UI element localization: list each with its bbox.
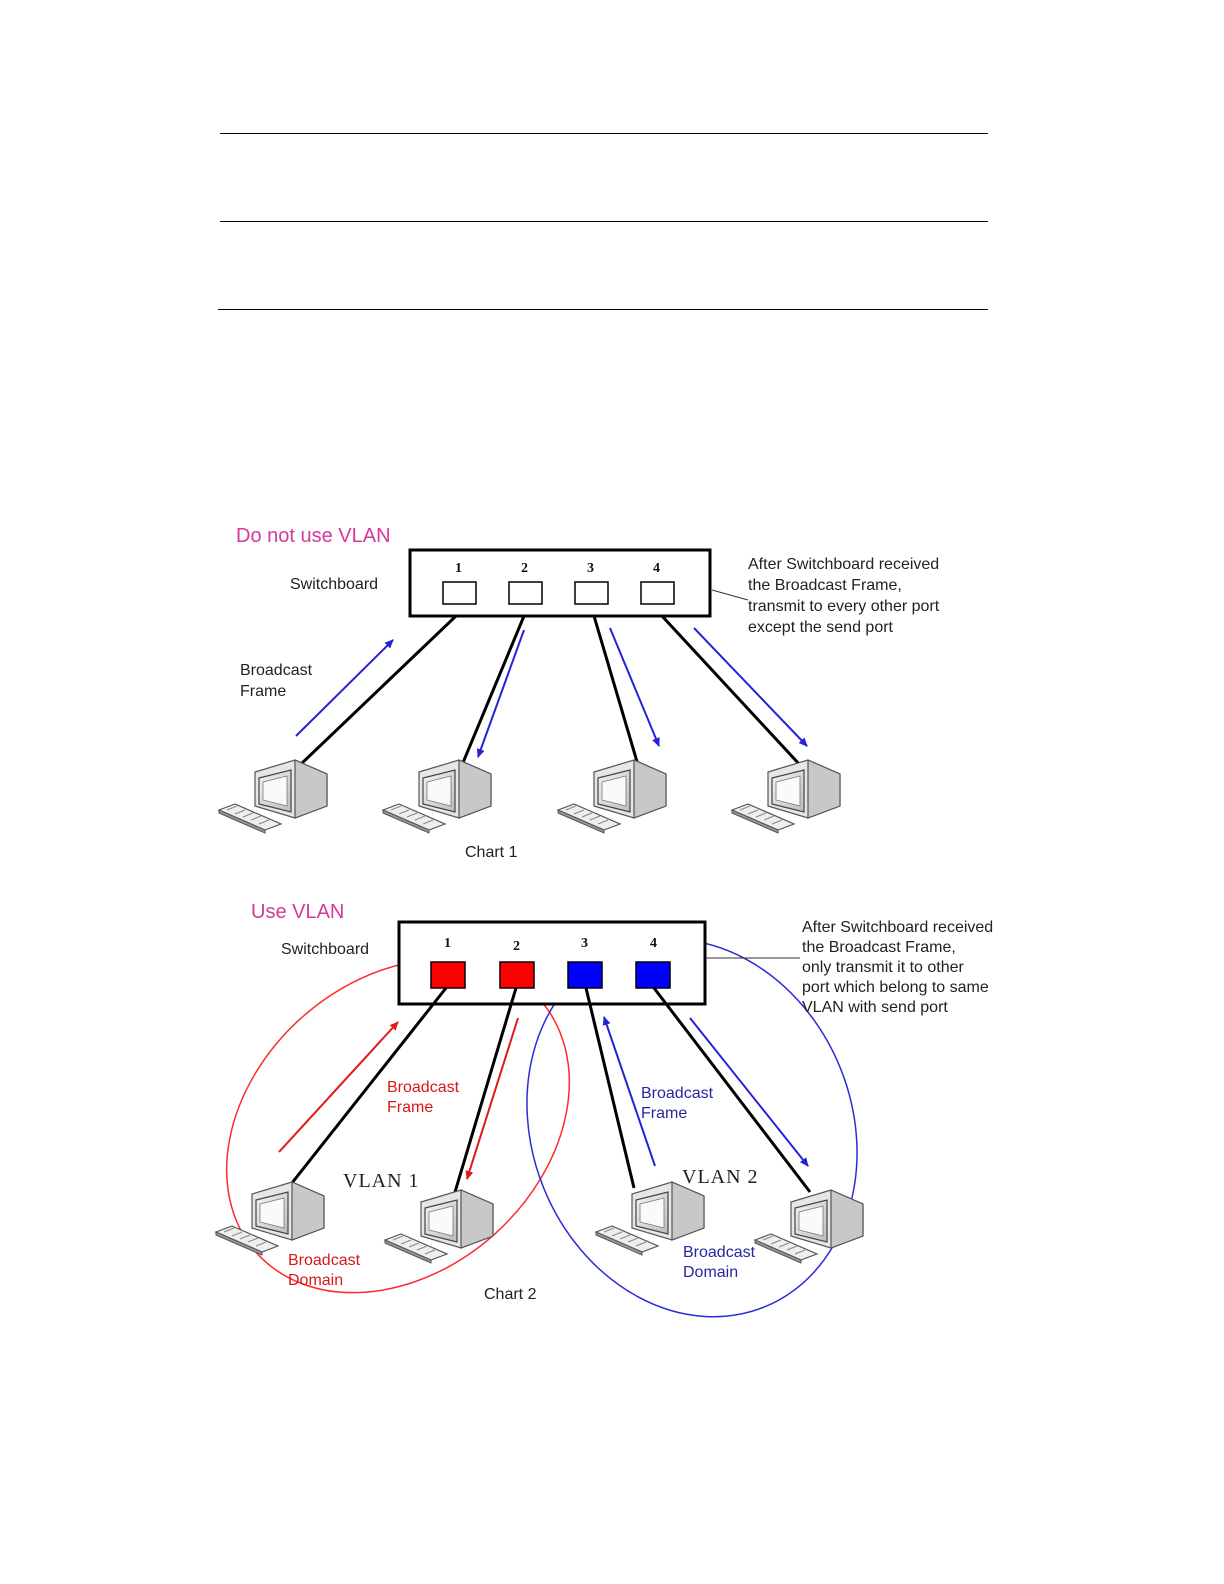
cable (453, 987, 518, 1193)
arrow-down-blue (689, 1017, 809, 1167)
note-line: only transmit it to other (802, 959, 965, 976)
port-number: 2 (513, 939, 520, 954)
note-line: except the send port (748, 619, 894, 636)
note-line: After Switchboard received (802, 919, 993, 936)
note-leader (711, 589, 749, 601)
domain-label-blue: Domain (683, 1264, 738, 1281)
cable (286, 987, 448, 1189)
port-2 (508, 581, 543, 605)
frame-label: Broadcast (240, 662, 313, 679)
computer-icon (731, 759, 841, 834)
port-number: 2 (521, 561, 528, 576)
chart2-caption: Chart 2 (484, 1286, 537, 1303)
arrow-up-red (278, 1021, 399, 1153)
note-line: the Broadcast Frame, (748, 577, 902, 594)
chart1-switch-label: Switchboard (290, 576, 378, 593)
note-line: VLAN with send port (802, 999, 948, 1016)
port-4-vlan2 (635, 961, 671, 989)
vlan2-label: VLAN 2 (682, 1166, 759, 1188)
port-3-vlan2 (567, 961, 603, 989)
vlan1-label: VLAN 1 (343, 1170, 420, 1192)
domain-label-red: Domain (288, 1272, 343, 1289)
port-number: 4 (650, 936, 657, 951)
cable (460, 615, 526, 766)
cable (660, 614, 802, 767)
frame-label-red: Frame (387, 1099, 433, 1116)
port-4 (640, 581, 675, 605)
computer-icon (384, 1189, 494, 1264)
chart1-title: Do not use VLAN (236, 525, 391, 547)
chart-2: Use VLAN Switchboard 1 2 3 4 After Switc… (215, 901, 993, 1318)
arrow-down-red (465, 1017, 519, 1180)
frame-label-blue: Frame (641, 1105, 687, 1122)
note-line: port which belong to same (802, 979, 989, 996)
cable (652, 987, 812, 1193)
port-1 (442, 581, 477, 605)
computer-icon (557, 759, 667, 834)
computer-icon (218, 759, 328, 834)
arrow-down (476, 629, 525, 758)
frame-label-red: Broadcast (387, 1079, 460, 1096)
frame-label: Frame (240, 683, 286, 700)
note-line: After Switchboard received (748, 556, 939, 573)
note-line: the Broadcast Frame, (802, 939, 956, 956)
port-number: 1 (444, 936, 451, 951)
port-2-vlan1 (499, 961, 535, 989)
arrow-down (693, 627, 808, 747)
arrow-down (609, 627, 660, 747)
domain-label-blue: Broadcast (683, 1244, 756, 1261)
port-number: 1 (455, 561, 462, 576)
cable (298, 614, 458, 767)
arrow-up-blue (602, 1016, 656, 1167)
arrow-up (295, 639, 394, 737)
computer-icon (382, 759, 492, 834)
chart1-caption: Chart 1 (465, 844, 518, 861)
top-rule-2 (220, 221, 988, 222)
port-number: 4 (653, 561, 660, 576)
chart2-title: Use VLAN (251, 901, 344, 923)
frame-label-blue: Broadcast (641, 1085, 714, 1102)
cable (592, 615, 640, 766)
top-rule-3 (218, 309, 988, 310)
computer-icon (215, 1181, 325, 1256)
note-line: transmit to every other port (748, 598, 940, 615)
port-1-vlan1 (430, 961, 466, 989)
cable (584, 987, 636, 1189)
chart-1: Do not use VLAN Switchboard 1 2 3 4 Afte… (218, 525, 940, 861)
port-number: 3 (581, 936, 588, 951)
computer-icon (754, 1189, 864, 1264)
port-3 (574, 581, 609, 605)
domain-label-red: Broadcast (288, 1252, 361, 1269)
chart2-switch-label: Switchboard (281, 941, 369, 958)
port-number: 3 (587, 561, 594, 576)
top-rule-1 (220, 133, 988, 134)
